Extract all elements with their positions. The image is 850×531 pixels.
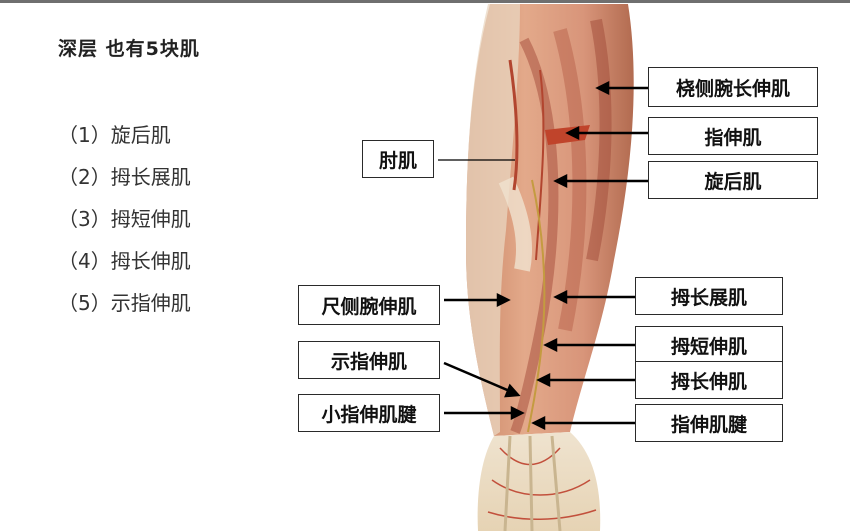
label-ext-digitorum-tendon: 指伸肌腱 xyxy=(635,404,783,442)
label-elbow: 肘肌 xyxy=(362,140,434,178)
top-divider-line xyxy=(0,0,850,3)
forearm-shape xyxy=(466,4,634,436)
label-ext-digitorum: 指伸肌 xyxy=(648,117,818,155)
label-ext-pollicis-brevis: 拇短伸肌 xyxy=(635,326,783,364)
label-abd-pollicis-longus: 拇长展肌 xyxy=(635,277,783,315)
list-item: （4）拇长伸肌 xyxy=(58,249,191,273)
label-ext-pollicis-longus: 拇长伸肌 xyxy=(635,361,783,399)
deep-muscle-list: （1）旋后肌 （2）拇长展肌 （3）拇短伸肌 （4）拇长伸肌 （5）示指伸肌 xyxy=(58,118,191,328)
label-supinator: 旋后肌 xyxy=(648,161,818,199)
list-item: （2）拇长展肌 xyxy=(58,165,191,189)
label-ext-indicis: 示指伸肌 xyxy=(298,341,440,379)
slide-title: 深层 也有5块肌 xyxy=(58,38,200,60)
list-item: （3）拇短伸肌 xyxy=(58,207,191,231)
label-ext-digiti-minimi-tendon: 小指伸肌腱 xyxy=(298,394,440,432)
label-ext-carpi-ulnaris: 尺侧腕伸肌 xyxy=(298,285,440,325)
list-item: （5）示指伸肌 xyxy=(58,291,191,315)
label-brachioradialis-ext: 桡侧腕长伸肌 xyxy=(648,67,818,107)
list-item: （1）旋后肌 xyxy=(58,123,171,147)
wrist-tendons xyxy=(477,432,601,531)
pointer-lines xyxy=(443,80,648,431)
